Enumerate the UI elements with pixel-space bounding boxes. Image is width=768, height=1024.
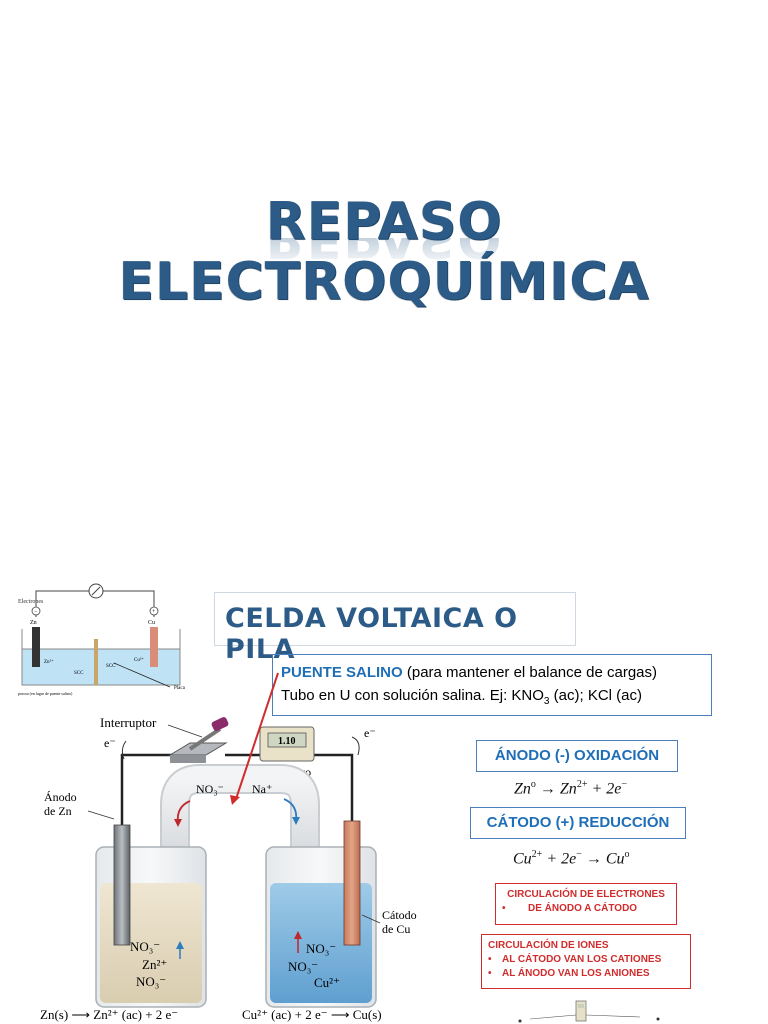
left-beaker xyxy=(95,824,207,1008)
anode-eq-rest: + 2e xyxy=(587,780,622,798)
salt-bridge-desc: (para mantener el balance de cargas) xyxy=(406,664,658,681)
electron-flow-item: DE ÁNODO A CÁTODO xyxy=(502,902,670,916)
voltaic-cell-diagram: Interruptor 1.10 Voltímetro e⁻ e⁻ NO₃⁻ N… xyxy=(40,715,417,1022)
salt-bridge-line2-pre: Tubo en U con solución salina. Ej: KNO xyxy=(281,687,544,704)
switch-icon xyxy=(168,717,229,763)
ion-flow-box: CIRCULACIÓN DE IONES AL CÁTODO VAN LOS C… xyxy=(481,934,691,989)
anode-eq-a: Zn xyxy=(514,780,531,798)
small-label-minus: − xyxy=(34,609,38,615)
cathode-eq-b-sup: o xyxy=(624,849,630,860)
electron-flow-title: CIRCULACIÓN DE ELECTRONES xyxy=(507,889,665,900)
ion-flow-item-anions: AL ÁNODO VAN LOS ANIONES xyxy=(488,967,684,981)
salt-bridge-line2-sub: 3 xyxy=(543,696,550,707)
salt-bridge-line1: PUENTE SALINO (para mantener el balance … xyxy=(281,661,703,684)
ion-flow-title: CIRCULACIÓN DE IONES xyxy=(488,940,609,951)
salt-bridge-box: PUENTE SALINO (para mantener el balance … xyxy=(272,654,712,716)
small-label-zn2: Zn²⁺ xyxy=(44,659,54,665)
small-label-zn: Zn xyxy=(30,620,37,626)
label-e-left: e⁻ xyxy=(104,736,116,750)
label-catodo-cu: de Cu xyxy=(382,922,410,936)
anode-eq-rest-sup: − xyxy=(621,779,627,790)
small-label-cu2: Cu²⁺ xyxy=(134,657,144,663)
reaction-left: Zn(s) ⟶ Zn²⁺ (ac) + 2 e⁻ xyxy=(40,1007,178,1022)
reaction-right: Cu²⁺ (ac) + 2 e⁻ ⟶ Cu(s) xyxy=(242,1007,382,1022)
right-ion-2: NO₃⁻ xyxy=(288,959,318,974)
cathode-eq-arrow: → xyxy=(585,850,602,868)
cathode-reduction-box: CÁTODO (+) REDUCCIÓN xyxy=(470,807,686,839)
electron-flow-box: CIRCULACIÓN DE ELECTRONES DE ÁNODO A CÁT… xyxy=(495,883,677,925)
left-ion-1: NO₃⁻ xyxy=(130,939,160,954)
porous-plate-cell-diagram: Electrones − + Zn Cu Zn²⁺ Cu²⁺ SCC SCC P… xyxy=(14,577,190,699)
label-e-right: e⁻ xyxy=(364,726,376,740)
right-beaker xyxy=(265,820,377,1008)
small-label-placa: Placa xyxy=(174,686,186,691)
cathode-eq-a: Cu xyxy=(513,850,532,868)
anode-eq-b-sup: 2+ xyxy=(576,779,588,790)
anode-eq-b: Zn xyxy=(559,780,577,798)
label-catodo: Cátodo xyxy=(382,908,417,922)
label-interruptor: Interruptor xyxy=(100,715,157,730)
main-title: REPASO ELECTROQUÍMICA xyxy=(118,192,650,312)
main-title-reflection: REPASO ELECTROQUÍMICA xyxy=(265,238,503,268)
salt-bridge-line2: Tubo en U con solución salina. Ej: KNO3 … xyxy=(281,684,703,713)
left-ion-2: Zn²⁺ xyxy=(142,957,167,972)
salt-bridge-label: PUENTE SALINO xyxy=(281,664,403,681)
anode-eq-a-sup: o xyxy=(530,779,536,790)
anode-eq-arrow: → xyxy=(539,780,556,798)
small-label-cu: Cu xyxy=(148,620,155,626)
anode-equation: Zno → Zn2+ + 2e− xyxy=(514,779,627,798)
cathode-equation: Cu2+ + 2e− → Cuo xyxy=(513,849,630,868)
label-no3-bridge: NO₃⁻ xyxy=(196,782,224,796)
cathode-eq-mid-sup: − xyxy=(576,849,582,860)
small-label-scc1: SCC xyxy=(74,671,84,676)
label-anodo-zn: de Zn xyxy=(44,804,72,818)
small-label-plus: + xyxy=(152,609,156,615)
cathode-eq-b: Cu xyxy=(605,850,625,868)
small-label-electrons: Electrones xyxy=(18,599,44,605)
slide2-title: CELDA VOLTAICA O PILA xyxy=(214,592,576,665)
small-label-scc2: SCC xyxy=(106,664,116,669)
right-ion-3: Cu²⁺ xyxy=(314,975,340,990)
label-anodo: Ánodo xyxy=(44,790,77,804)
right-ion-1: NO₃⁻ xyxy=(306,941,336,956)
title-slide: REPASO ELECTROQUÍMICA REPASO ELECTROQUÍM… xyxy=(118,192,650,312)
voltaic-cell-slide: Electrones − + Zn Cu Zn²⁺ Cu²⁺ SCC SCC P… xyxy=(0,565,768,1024)
voltmeter-reading: 1.10 xyxy=(278,736,296,747)
cathode-eq-a-sup: 2+ xyxy=(531,849,543,860)
small-caption: porosa (en lugar de puente salino) xyxy=(18,691,73,696)
ion-flow-item-cations: AL CÁTODO VAN LOS CATIONES xyxy=(488,953,684,967)
cathode-eq-mid: + 2e xyxy=(542,850,577,868)
label-na-bridge: Na⁺ xyxy=(252,782,272,796)
left-ion-3: NO₃⁻ xyxy=(136,974,166,989)
anode-oxidation-box: ÁNODO (-) OXIDACIÓN xyxy=(476,740,678,772)
partial-thumbnail-diagram xyxy=(518,1000,660,1023)
salt-bridge-line2-post: (ac); KCl (ac) xyxy=(549,687,642,704)
